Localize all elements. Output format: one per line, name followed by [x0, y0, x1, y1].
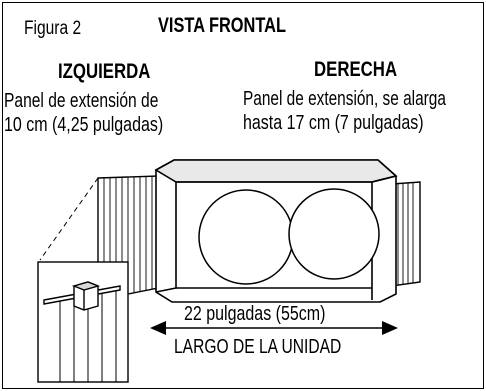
left-description-line-1: Panel de extensión de [4, 90, 159, 112]
right-fan-vent [288, 188, 380, 280]
left-fan-vent [198, 189, 294, 285]
right-description-line-2: hasta 17 cm (7 pulgadas) [243, 112, 424, 134]
detail-callout-lines [39, 177, 129, 382]
detail-inset [37, 261, 129, 383]
dimension-caption: LARGO DE LA UNIDAD [174, 336, 342, 358]
left-heading: IZQUIERDA [58, 60, 151, 83]
left-description-line-2: 10 cm (4,25 pulgadas) [4, 114, 164, 136]
right-extension-panel [391, 181, 421, 287]
right-heading: DERECHA [314, 58, 398, 81]
dimension-measure: 22 pulgadas (55cm) [184, 303, 326, 325]
right-description-line-1: Panel de extensión, se alarga [243, 88, 446, 110]
figure-title: VISTA FRONTAL [158, 14, 286, 37]
figure-label: Figura 2 [24, 18, 82, 39]
dimension-arrow [150, 321, 398, 335]
